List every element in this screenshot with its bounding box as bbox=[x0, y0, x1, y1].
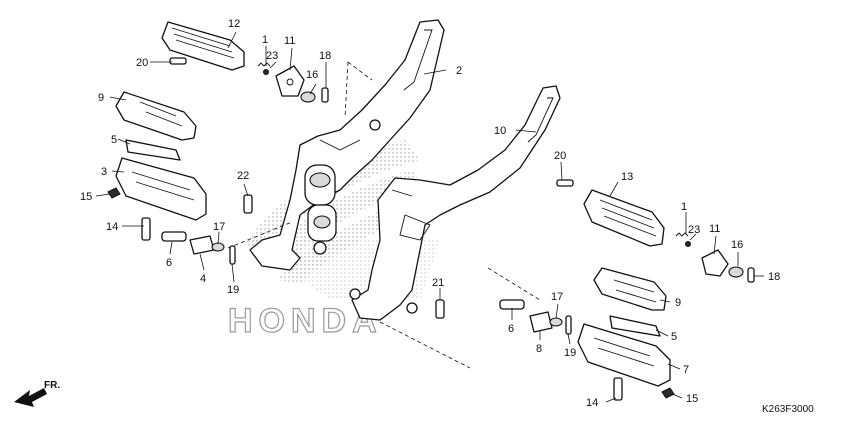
callout-2: 2 bbox=[456, 65, 462, 77]
callout-17-right: 17 bbox=[551, 291, 563, 303]
callout-19-left: 19 bbox=[227, 284, 239, 296]
leader-lines bbox=[95, 31, 764, 403]
right-step-bracket bbox=[349, 85, 561, 321]
callout-18-right: 18 bbox=[768, 271, 780, 283]
callout-6-right: 6 bbox=[508, 323, 514, 335]
dashed-guides bbox=[227, 61, 541, 369]
callout-17-left: 17 bbox=[213, 221, 225, 233]
callout-6-left: 6 bbox=[166, 257, 172, 269]
callout-11-left: 11 bbox=[284, 35, 295, 47]
callout-1-left: 1 bbox=[262, 34, 268, 46]
callout-21: 21 bbox=[432, 277, 444, 289]
callout-9-right: 9 bbox=[675, 297, 681, 309]
callout-15-left: 15 bbox=[80, 191, 92, 203]
callout-23-left: 23 bbox=[266, 50, 278, 62]
callout-9-left: 9 bbox=[98, 92, 104, 104]
diagram-code: K263F3000 bbox=[762, 404, 814, 415]
callout-22: 22 bbox=[237, 170, 249, 182]
callout-14-left: 14 bbox=[106, 221, 118, 233]
callout-10: 10 bbox=[494, 125, 506, 137]
front-marker-label: FR. bbox=[44, 380, 60, 391]
callout-5-left: 5 bbox=[111, 134, 117, 146]
callout-14-right: 14 bbox=[586, 397, 598, 409]
left-side-parts bbox=[107, 21, 329, 265]
callout-1-right: 1 bbox=[681, 201, 687, 213]
callout-20-right: 20 bbox=[554, 150, 566, 162]
callout-19-right: 19 bbox=[564, 347, 576, 359]
callout-16-left: 16 bbox=[306, 69, 318, 81]
callout-3: 3 bbox=[101, 166, 107, 178]
callout-11-right: 11 bbox=[709, 223, 720, 235]
callout-12: 12 bbox=[228, 18, 240, 30]
right-side-parts bbox=[435, 179, 755, 401]
callout-4: 4 bbox=[200, 273, 206, 285]
front-direction-marker: FR. bbox=[14, 380, 60, 407]
left-step-bracket bbox=[249, 19, 445, 271]
callout-5-right: 5 bbox=[671, 331, 677, 343]
callout-18-left: 18 bbox=[319, 50, 331, 62]
callout-23-right: 23 bbox=[688, 224, 700, 236]
callout-8: 8 bbox=[536, 343, 542, 355]
callout-20-left: 20 bbox=[136, 57, 148, 69]
front-arrow-icon bbox=[14, 388, 47, 407]
callout-16-right: 16 bbox=[731, 239, 743, 251]
callout-labels: 12 20 1 23 11 16 18 2 9 5 3 15 14 22 17 … bbox=[80, 18, 780, 409]
callout-7: 7 bbox=[683, 364, 689, 376]
callout-13: 13 bbox=[621, 171, 633, 183]
honda-watermark-text: HONDA bbox=[228, 302, 383, 340]
callout-15-right: 15 bbox=[686, 393, 698, 405]
